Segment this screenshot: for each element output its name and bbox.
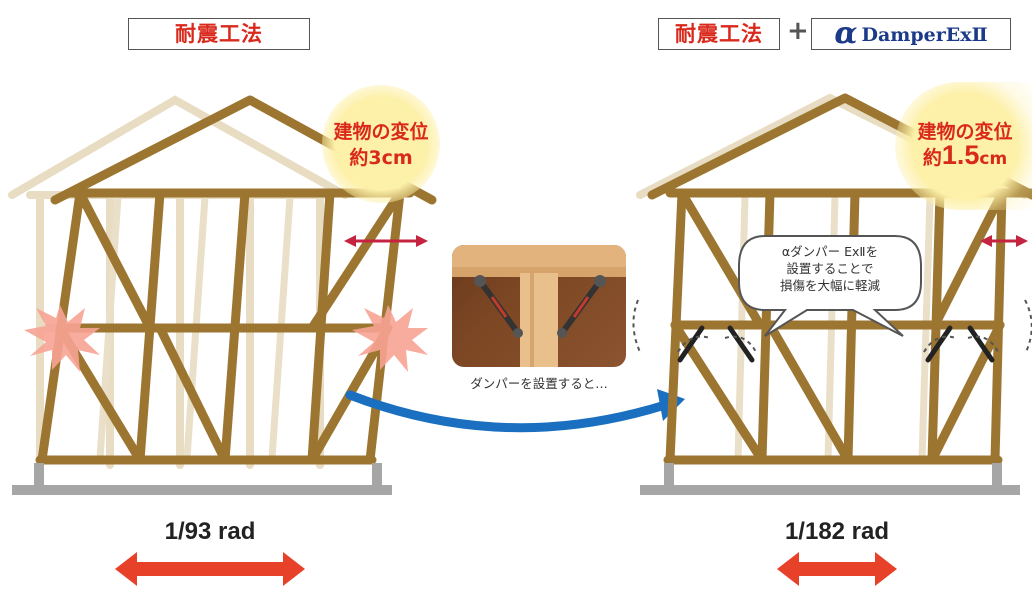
left-damage-burst-icon xyxy=(24,305,100,372)
left-bubble-amount: 3cm xyxy=(368,147,413,169)
left-method-label: 耐震工法 xyxy=(128,18,310,50)
left-displacement-arrow xyxy=(344,235,428,247)
right-side-damage-burst-icon xyxy=(352,305,428,372)
callout-line-3: 損傷を大幅に軽減 xyxy=(779,278,880,293)
right-bubble-value: 約1.5cm xyxy=(900,140,1030,171)
right-foundation xyxy=(640,463,1020,495)
right-displacement-arrow xyxy=(980,235,1028,247)
damper-photo-illustration xyxy=(452,245,626,367)
right-bubble-amount: 1.5 xyxy=(941,140,980,170)
right-bubble-title: 建物の変位 xyxy=(917,121,1013,143)
left-bubble-prefix: 約 xyxy=(349,147,369,169)
right-bubble-prefix: 約 xyxy=(922,147,942,169)
right-displacement-bubble xyxy=(895,82,1032,210)
left-sway-arrow xyxy=(115,552,305,586)
damper-left-corner-icon xyxy=(677,325,755,363)
damper-photo xyxy=(452,245,626,367)
callout-line-2: 設置することで xyxy=(786,261,874,276)
right-sway-arrow xyxy=(777,552,897,586)
damper-right-corner-icon xyxy=(925,325,995,363)
brand-name: DamperExⅡ xyxy=(861,24,988,46)
callout-line-1: αダンパー ExⅡを xyxy=(781,244,879,259)
left-original-frame-ghost xyxy=(8,95,349,469)
left-bubble-title: 建物の変位 xyxy=(333,121,429,143)
right-method-label: 耐震工法 xyxy=(658,18,780,50)
left-bubble-value: 約3cm xyxy=(326,143,436,170)
brand-alpha-symbol: α xyxy=(834,16,858,51)
right-rad-label: 1/182 rad xyxy=(784,518,890,545)
right-bubble-unit: cm xyxy=(979,149,1008,169)
left-house-diagram xyxy=(8,95,437,495)
left-rad-label: 1/93 rad xyxy=(164,518,256,545)
plus-sign: + xyxy=(787,16,809,46)
left-foundation xyxy=(12,463,392,495)
damper-callout-bubble xyxy=(738,235,922,337)
damper-callout-text: αダンパー ExⅡを 設置することで 損傷を大幅に軽減 xyxy=(745,243,915,294)
left-displacement-bubble xyxy=(322,85,440,203)
damper-photo-caption: ダンパーを設置すると… xyxy=(470,376,608,391)
